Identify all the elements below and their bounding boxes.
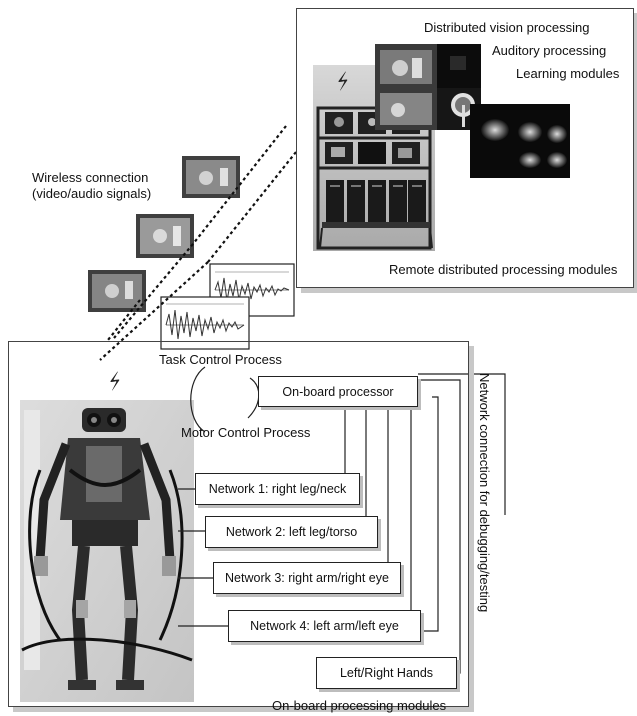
label-auditory-processing: Auditory processing [492,43,607,58]
label-learning-modules: Learning modules [516,66,620,81]
network-2-box: Network 2: left leg/torso [205,516,378,548]
onboard-modules-frame [8,341,469,707]
wireless-thumbnails [88,156,240,312]
label-remote-footer: Remote distributed processing modules [389,262,618,277]
label-distributed-vision: Distributed vision processing [424,20,590,35]
label-motor-control: Motor Control Process [181,425,311,440]
remote-modules-frame [296,8,634,288]
label-task-control: Task Control Process [159,352,282,367]
wireless-dotted-links [99,125,297,361]
network-4-box: Network 4: left arm/left eye [228,610,421,642]
audio-waveforms [160,263,295,350]
vision-screenshots [375,44,481,130]
label-network-connection: Network connection for debugging/testing [477,373,492,613]
onboard-processor-box: On-board processor [258,376,418,407]
label-wireless-connection: Wireless connection [32,170,149,185]
label-wireless-signals: (video/audio signals) [32,186,152,201]
hands-box: Left/Right Hands [316,657,457,689]
network-1-box: Network 1: right leg/neck [195,473,360,505]
learning-modules-image [470,104,570,178]
label-onboard-footer: On-board processing modules [272,698,447,713]
robot-photo [20,400,194,702]
network-3-box: Network 3: right arm/right eye [213,562,401,594]
